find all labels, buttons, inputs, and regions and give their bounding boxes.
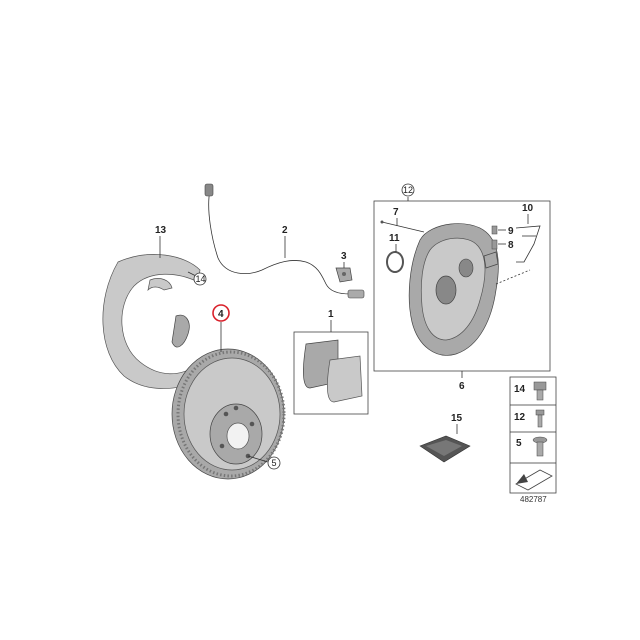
brake-pads[interactable] <box>303 339 363 403</box>
brake-dust-shield[interactable] <box>102 254 201 389</box>
callout-2: 2 <box>282 225 288 236</box>
seal-ring[interactable] <box>386 251 404 273</box>
legend-num-1: 12 <box>514 412 526 423</box>
legend-num-2: 5 <box>516 438 522 449</box>
callout-4: 4 <box>218 309 224 320</box>
callout-12: 12 <box>403 185 413 195</box>
callout-5: 5 <box>272 458 277 468</box>
callout-1: 1 <box>328 309 334 320</box>
callout-14-circle: 14 <box>193 272 207 286</box>
assembly-paste[interactable] <box>419 435 471 463</box>
anti-rattle-spring[interactable] <box>515 225 541 263</box>
callout-3: 3 <box>341 251 347 262</box>
caliper-screw[interactable] <box>491 225 498 235</box>
callout-14: 14 <box>196 274 206 284</box>
hardware-legend: 14 12 5 <box>509 376 557 494</box>
arrow-pointer-icon <box>515 469 553 491</box>
legend-num-0: 14 <box>514 384 526 395</box>
callout-11: 11 <box>389 233 400 244</box>
brake-disc[interactable] <box>171 348 286 480</box>
callout-10: 10 <box>522 203 534 214</box>
caliper-cap[interactable] <box>491 239 498 250</box>
bolt-icon <box>532 436 548 457</box>
callout-5-circle: 5 <box>267 456 281 470</box>
nut-icon <box>533 381 547 401</box>
callout-6: 6 <box>459 381 465 392</box>
sensor-bracket[interactable] <box>335 267 353 283</box>
image-number: 482787 <box>520 495 547 504</box>
callout-12-circle: 12 <box>401 183 415 197</box>
callout-8: 8 <box>508 240 514 251</box>
wear-sensor-cable[interactable] <box>204 183 365 299</box>
callout-15: 15 <box>451 413 463 424</box>
brake-caliper[interactable] <box>408 223 499 356</box>
screw-icon <box>535 409 545 428</box>
callout-4-highlight: 4 <box>212 304 230 322</box>
callout-7: 7 <box>393 207 399 218</box>
callout-9: 9 <box>508 226 514 237</box>
callout-13: 13 <box>155 225 167 236</box>
